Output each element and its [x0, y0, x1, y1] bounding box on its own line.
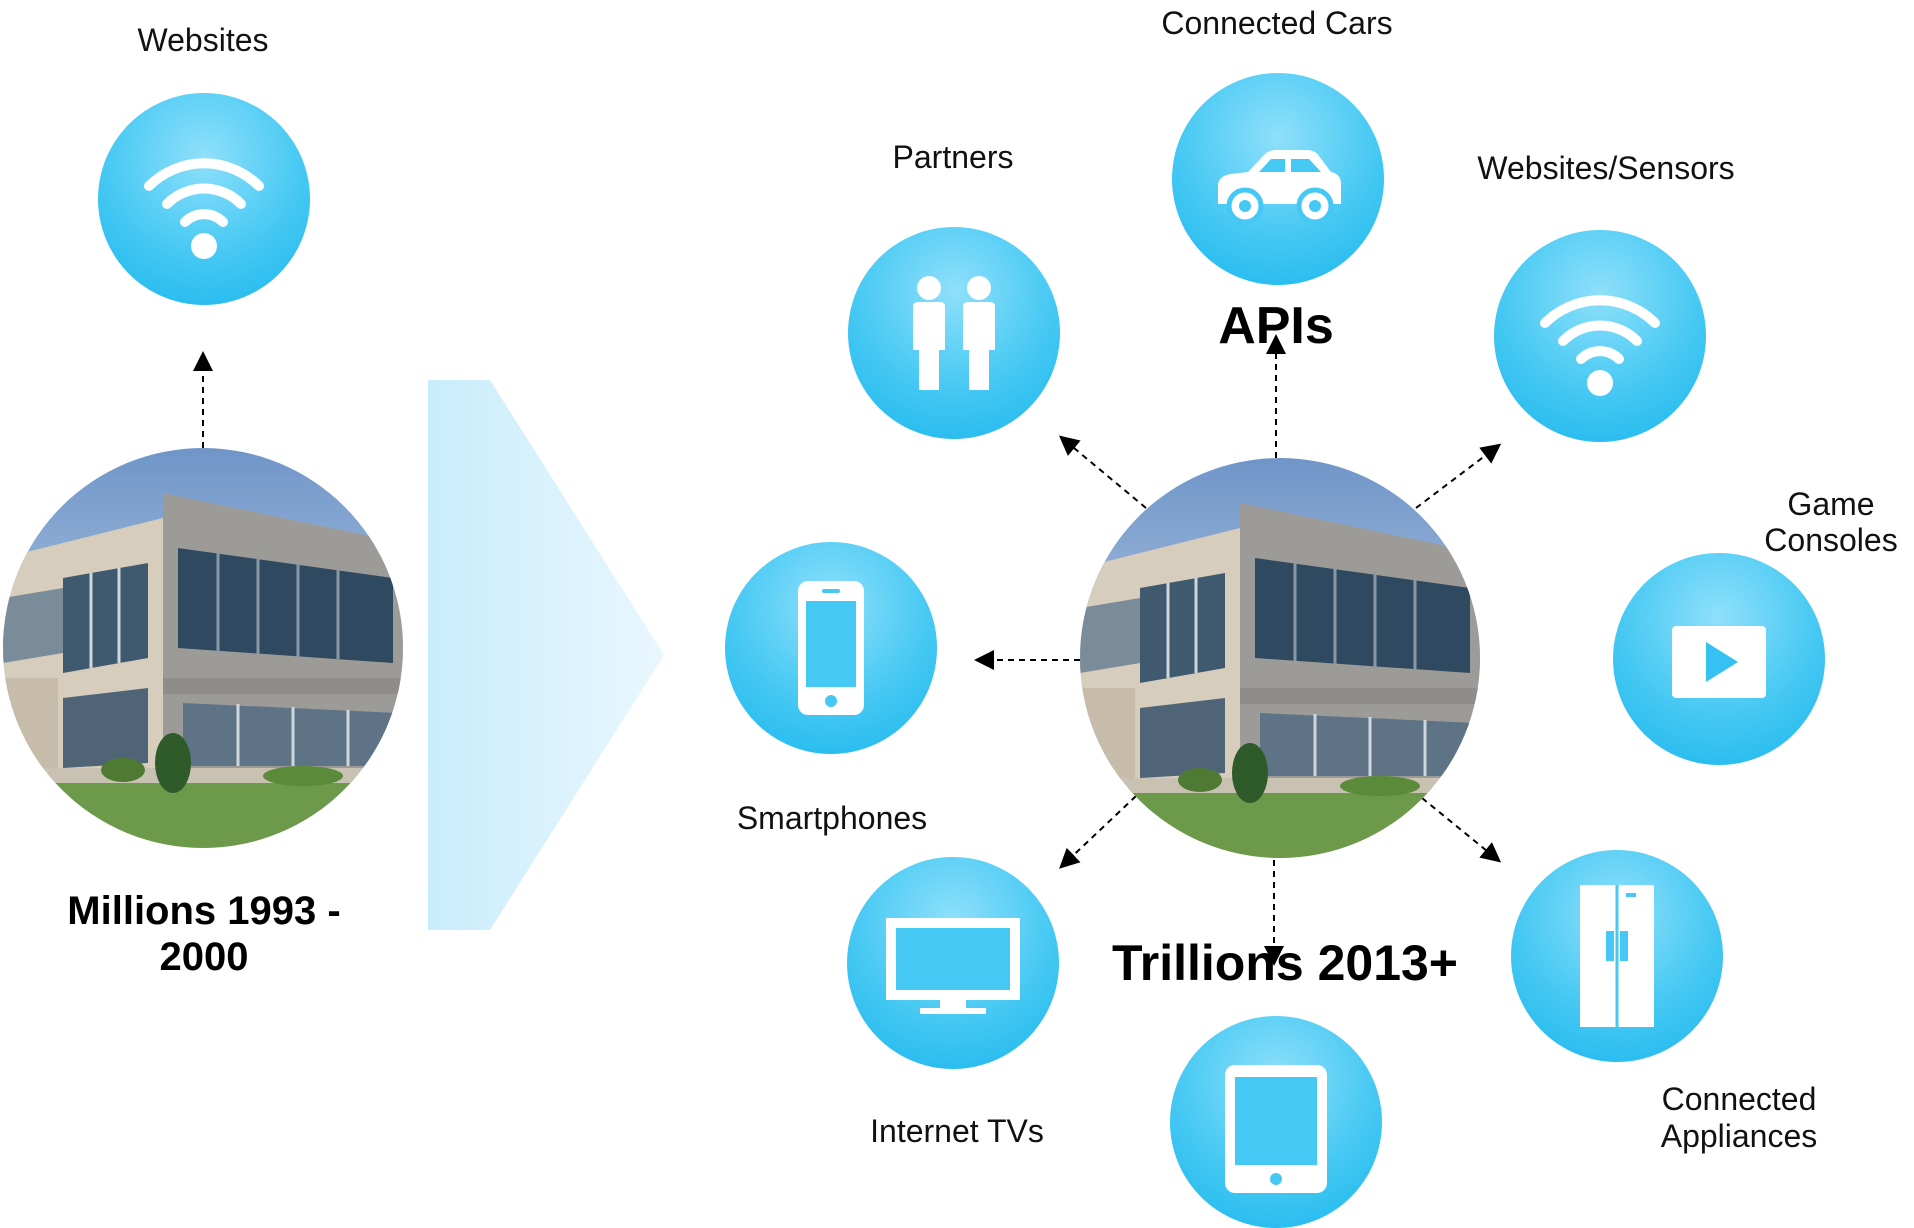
partners-label: Partners: [892, 139, 1014, 175]
trillions-caption: Trillions 2013+: [1111, 935, 1459, 991]
car-icon: [1172, 73, 1384, 285]
wifi-icon: [98, 93, 310, 305]
millions-caption-line2: 2000: [159, 935, 249, 979]
arrow-to-internet-tvs: [1059, 795, 1137, 869]
millions-caption-line1: Millions 1993 -: [67, 889, 341, 933]
arrow-to-websites-sensors: [1415, 443, 1502, 509]
connected-cars-label: Connected Cars: [1161, 5, 1393, 41]
game-consoles-label-line2: Consoles: [1764, 522, 1898, 558]
connected-appliances-label-line1: Connected: [1661, 1081, 1817, 1117]
game-consoles-label: Game Consoles: [1746, 486, 1914, 558]
connected-appliances-label: Connected Appliances: [1619, 1081, 1859, 1155]
apis-label: APIs: [1218, 297, 1334, 355]
tablet-icon: [1170, 1016, 1382, 1228]
smartphones-label: Smartphones: [736, 800, 928, 836]
refrigerator-icon: [1511, 850, 1723, 1062]
game-consoles-label-line1: Game: [1787, 486, 1875, 522]
people-icon: [848, 227, 1060, 439]
play-icon: [1613, 553, 1825, 765]
connected-appliances-label-line2: Appliances: [1660, 1118, 1818, 1154]
tv-icon: [847, 857, 1059, 1069]
websites-sensors-label: Websites/Sensors: [1477, 150, 1735, 186]
internet-tvs-label: Internet TVs: [870, 1113, 1044, 1149]
office-building-image: [1080, 458, 1480, 858]
websites-label: Websites: [137, 22, 269, 58]
office-building-image: [3, 448, 403, 848]
smartphone-icon: [725, 542, 937, 754]
transition-chevron: [428, 380, 664, 930]
millions-caption: Millions 1993 - 2000: [24, 888, 384, 980]
arrow-to-connected-appliances: [1421, 797, 1502, 863]
wifi-icon: [1494, 230, 1706, 442]
arrow-to-partners: [1058, 435, 1147, 509]
